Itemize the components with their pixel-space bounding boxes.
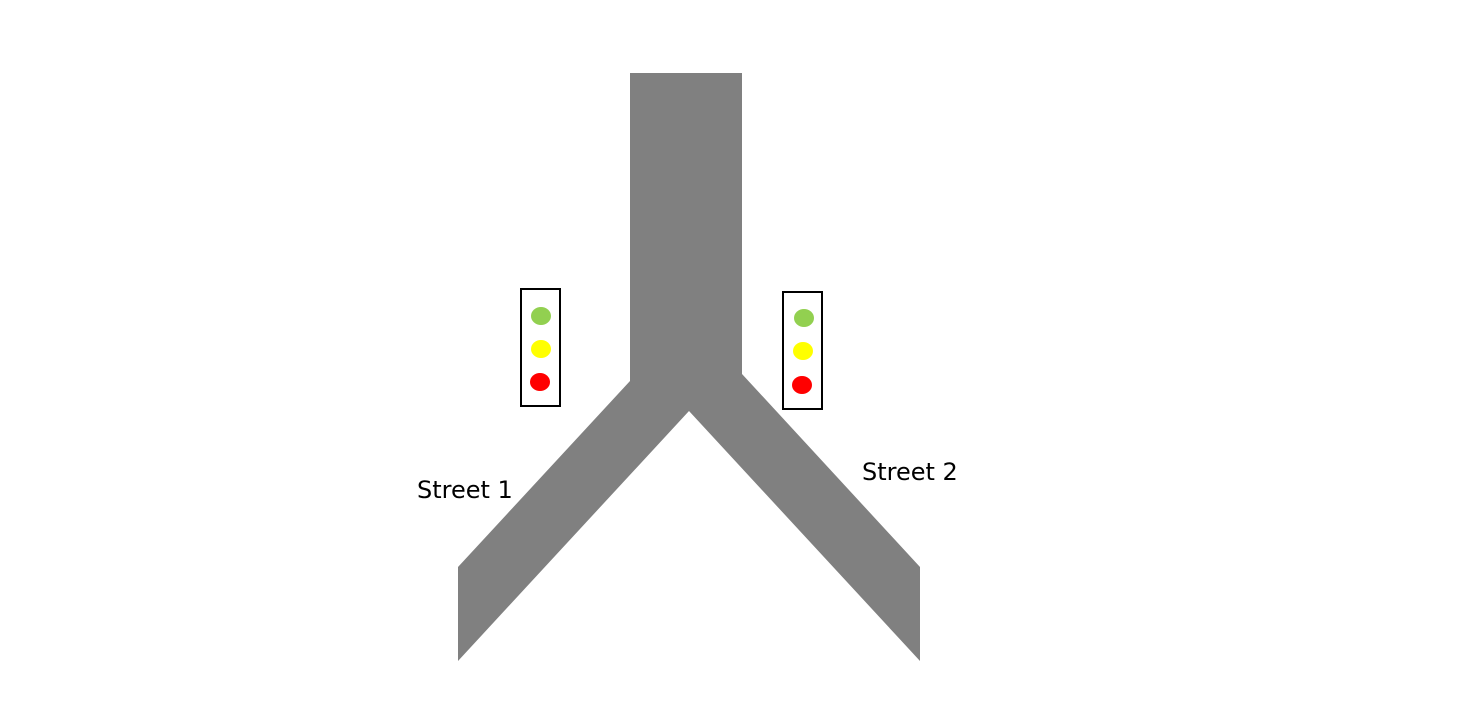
yellow-light-icon [531,340,551,358]
main-road [458,73,920,661]
road-network [458,73,920,661]
yellow-light-icon [793,342,813,360]
green-light-icon [794,309,814,327]
green-light-icon [531,307,551,325]
street-2-label: Street 2 [862,458,958,486]
red-light-icon [530,373,550,391]
red-light-icon [792,376,812,394]
street-1-label: Street 1 [417,476,513,504]
traffic-light-street-1 [520,288,561,407]
traffic-light-street-2 [782,291,823,410]
